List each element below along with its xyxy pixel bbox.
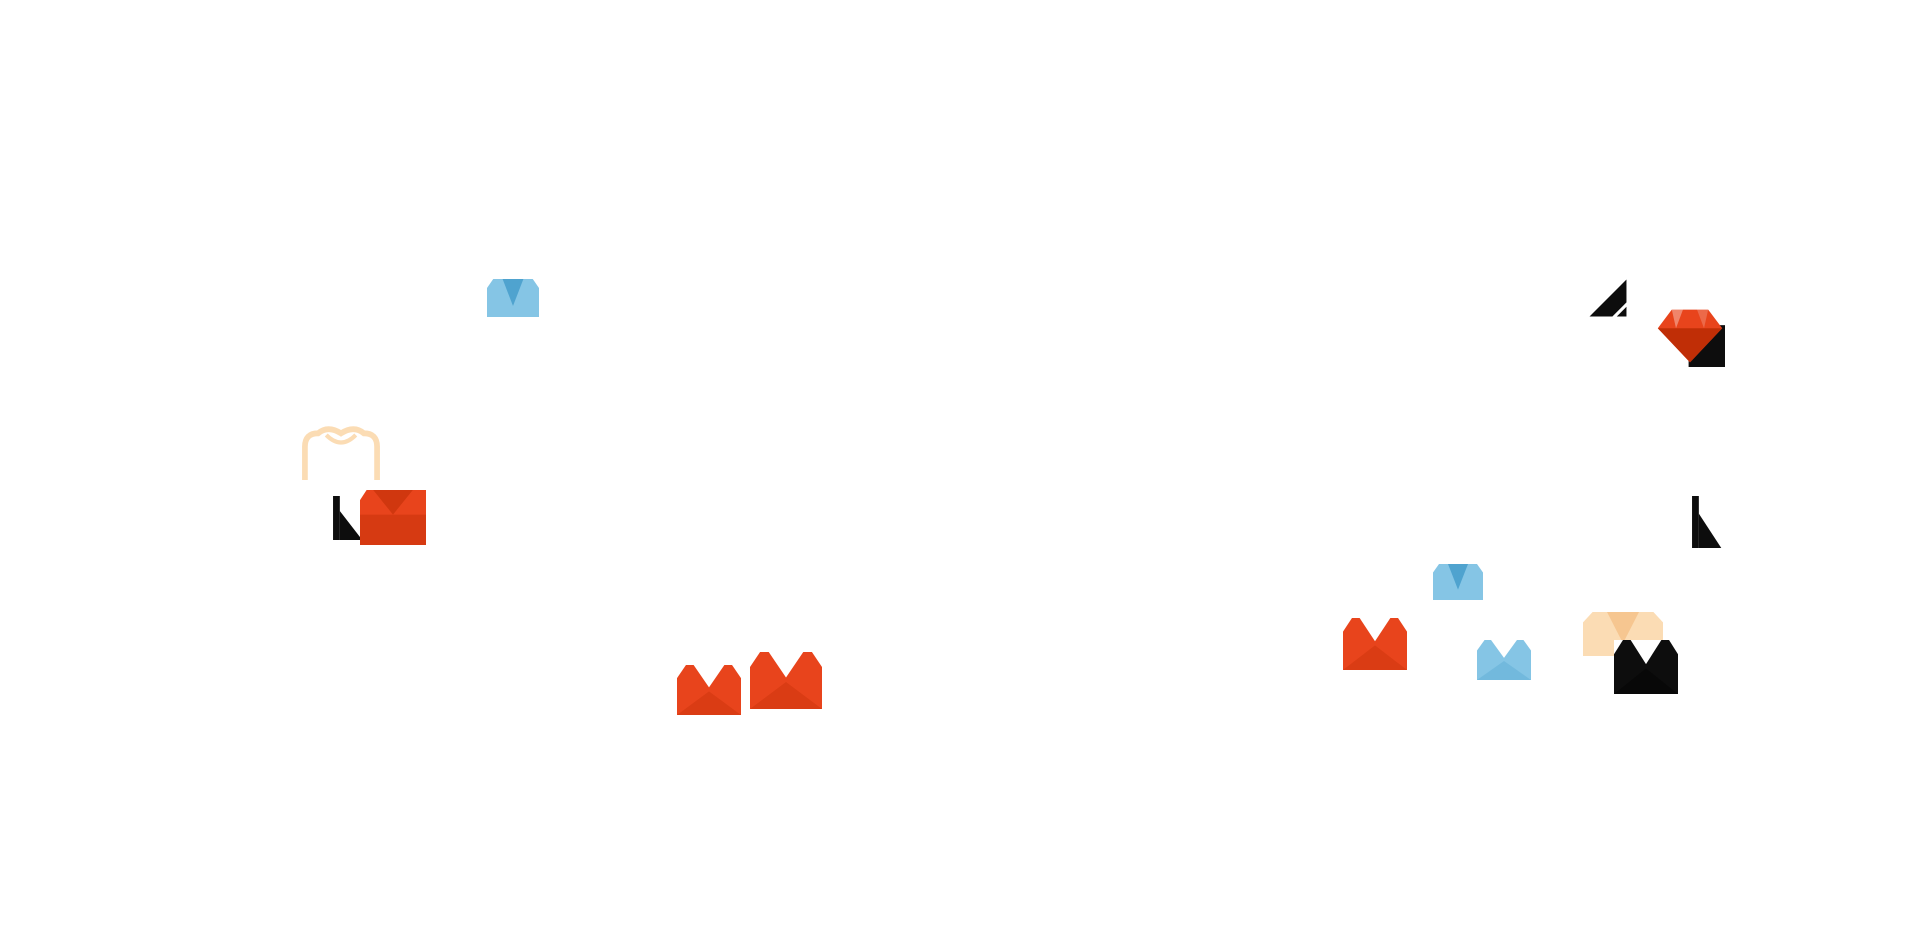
cursor-black-right xyxy=(1690,496,1724,548)
gem-blue-cluster[interactable] xyxy=(1477,640,1531,680)
gem-blue-top-left[interactable] xyxy=(487,279,539,317)
gem-red-cluster-left[interactable] xyxy=(1343,618,1407,670)
gem-blue-mid-right[interactable] xyxy=(1433,564,1483,600)
gem-red-bottom-b[interactable] xyxy=(750,652,822,709)
gem-red-top-right[interactable] xyxy=(1655,305,1725,367)
gem-peach-outline[interactable] xyxy=(300,425,382,485)
gem-red-bottom-a[interactable] xyxy=(677,665,741,715)
gem-black-cluster[interactable] xyxy=(1614,640,1678,694)
gem-red-left[interactable] xyxy=(360,490,426,545)
cursor-black-left xyxy=(331,496,365,540)
wedge-black-top-right xyxy=(1586,276,1630,320)
